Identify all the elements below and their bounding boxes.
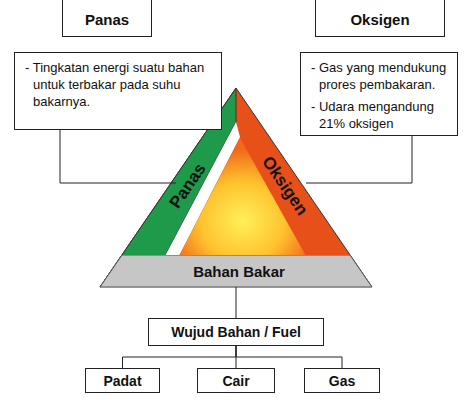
title-box: Oksigen [315, 0, 445, 37]
description-box: - Tingkatan energi suatu bahan untuk ter… [14, 52, 222, 130]
node-text: Gas [329, 373, 355, 389]
node-text: - Gas yang mendukung prores pembakaran. [311, 60, 447, 94]
node-text: Padat [103, 373, 141, 389]
state-box: Gas [304, 368, 380, 393]
fuel-band: Bahan Bakar [100, 255, 372, 287]
state-box: Cair [197, 368, 275, 393]
title-box: Panas [62, 0, 152, 37]
state-box: Padat [85, 368, 160, 393]
leader-line [60, 130, 176, 183]
node-text: Bahan Bakar [187, 263, 285, 280]
node-text: - Udara mengandung 21% oksigen [311, 99, 447, 133]
node-text: Oksigen [350, 8, 409, 28]
node-text: Wujud Bahan / Fuel [171, 324, 301, 340]
tree-connector [236, 287, 237, 318]
node-text: Cair [222, 373, 249, 389]
tree-connector [123, 346, 237, 368]
category-box: Wujud Bahan / Fuel [148, 318, 324, 346]
node-text: Panas [85, 8, 129, 28]
tree-connector [236, 346, 342, 368]
node-text: - Tingkatan energi suatu bahan untuk ter… [25, 60, 211, 111]
description-box: - Gas yang mendukung prores pembakaran. -… [300, 52, 458, 136]
